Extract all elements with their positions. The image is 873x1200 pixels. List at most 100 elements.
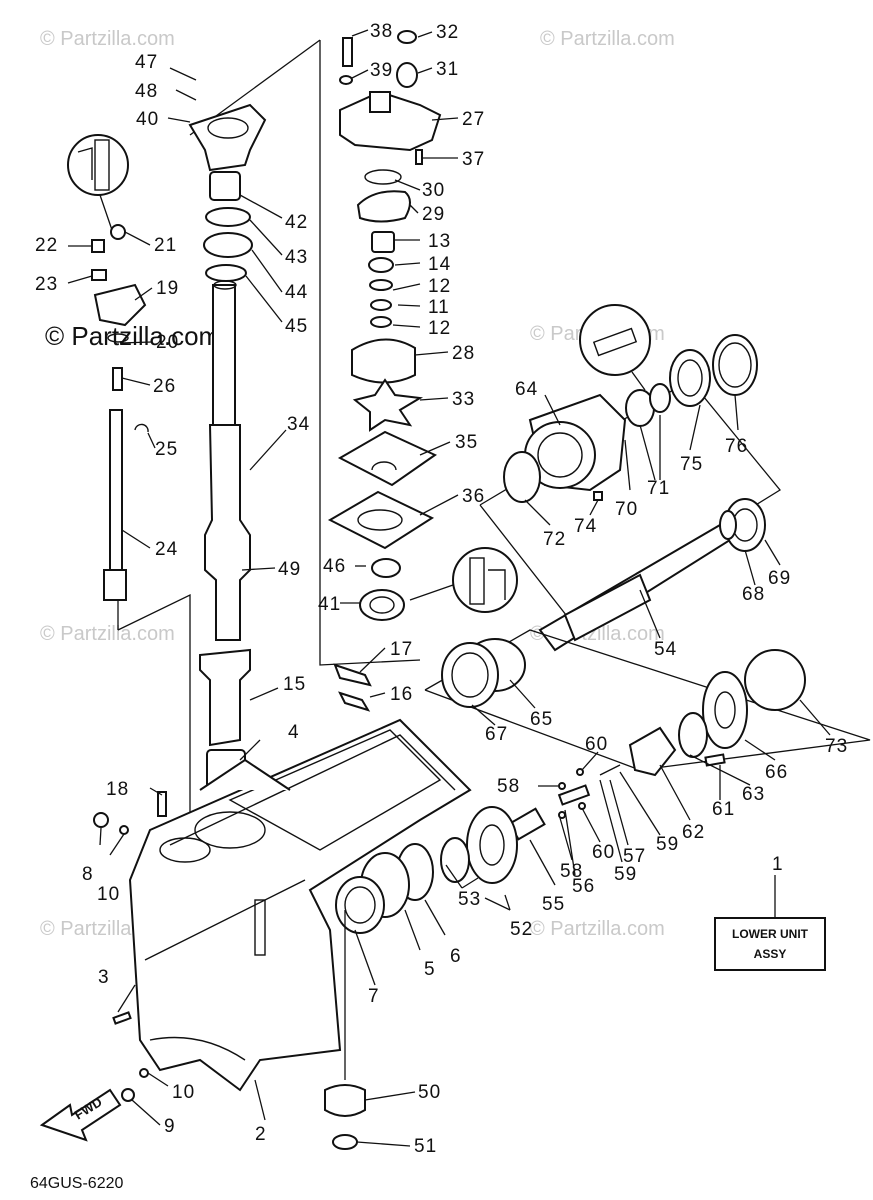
callout-67: 67: [485, 724, 508, 745]
callout-20: 20: [156, 332, 179, 353]
callout-61: 61: [712, 799, 735, 820]
callout-57: 57: [623, 846, 646, 867]
callout-45: 45: [285, 316, 308, 337]
callout-55: 55: [542, 894, 565, 915]
callout-10: 10: [97, 884, 120, 905]
callout-75: 75: [680, 454, 703, 475]
watermark: © Partzilla.com: [40, 623, 175, 645]
callout-62: 62: [682, 822, 705, 843]
callout-74: 74: [574, 516, 597, 537]
callout-29: 29: [422, 204, 445, 225]
callout-44: 44: [285, 282, 308, 303]
callout-58b: 58: [560, 861, 583, 882]
clutch-shift-group: [508, 764, 621, 841]
callout-41: 41: [318, 594, 341, 615]
seal-bearing-41-46: [359, 558, 405, 621]
callout-38: 38: [370, 21, 393, 42]
callout-48: 48: [135, 81, 158, 102]
callout-26: 26: [153, 376, 176, 397]
bearing-housing-65-67: [424, 629, 871, 771]
callout-64: 64: [515, 379, 538, 400]
callout-59: 59: [614, 864, 637, 885]
callout-49: 49: [278, 559, 301, 580]
callout-52: 52: [510, 919, 533, 940]
callout-71: 71: [647, 478, 670, 499]
diagram-code: 64GUS-6220: [30, 1175, 123, 1192]
watermark: © Partzilla.com: [530, 918, 665, 940]
callout-19: 19: [156, 278, 179, 299]
callout-47: 47: [135, 52, 158, 73]
detail-callout-right: [579, 304, 651, 391]
lower-unit-housing: [128, 718, 472, 1092]
callout-31: 31: [436, 59, 459, 80]
watermark: © Partzilla.com: [540, 28, 675, 50]
callout-15: 15: [283, 674, 306, 695]
bearing-seal-stack: [203, 171, 253, 282]
lower-unit-assy-box: LOWER UNIT ASSY 1: [714, 854, 826, 971]
legend-line-1: LOWER UNIT: [732, 927, 809, 941]
callout-56: 56: [572, 876, 595, 897]
callout-40: 40: [136, 109, 159, 130]
callout-22: 22: [35, 235, 58, 256]
callout-5: 5: [424, 959, 436, 980]
callout-10b: 10: [172, 1082, 195, 1103]
small-parts: [93, 758, 291, 1102]
callout-65: 65: [530, 709, 553, 730]
detail-callout-middle: [409, 547, 518, 613]
callout-54: 54: [654, 639, 677, 660]
callout-35: 35: [455, 432, 478, 453]
callout-numbers: 2 3 4 5 6 7 8 9 10 10 11 12 12 13 14 15 …: [35, 21, 848, 1157]
callout-68: 68: [742, 584, 765, 605]
propeller-shaft: [538, 498, 766, 652]
callout-58: 58: [497, 776, 520, 797]
callout-2: 2: [255, 1124, 267, 1145]
callout-23: 23: [35, 274, 58, 295]
callout-25: 25: [155, 439, 178, 460]
callout-8: 8: [82, 864, 94, 885]
callout-27: 27: [462, 109, 485, 130]
prop-shaft-housing-group: [479, 334, 781, 621]
callout-leaders: [67, 29, 831, 1147]
callout-14: 14: [428, 254, 451, 275]
watermark: © Partzilla.com: [40, 28, 175, 50]
callout-24: 24: [155, 539, 178, 560]
oil-seal-housing: [188, 103, 267, 172]
callout-21: 21: [154, 235, 177, 256]
callout-11: 11: [428, 297, 450, 318]
callout-6: 6: [450, 946, 462, 967]
callout-37: 37: [462, 149, 485, 170]
callout-33: 33: [452, 389, 475, 410]
callout-3: 3: [98, 967, 110, 988]
callout-16: 16: [390, 684, 413, 705]
callout-63: 63: [742, 784, 765, 805]
legend-line-2: ASSY: [754, 947, 787, 961]
callout-76: 76: [725, 436, 748, 457]
callout-34: 34: [287, 414, 310, 435]
detail-callout-left: [67, 134, 129, 231]
callout-36: 36: [462, 486, 485, 507]
reverse-gear-group: [335, 806, 518, 934]
callout-51: 51: [414, 1136, 437, 1157]
callout-66: 66: [765, 762, 788, 783]
watermark-strong: © Partzilla.com: [45, 321, 220, 351]
callout-30: 30: [422, 180, 445, 201]
callout-72: 72: [543, 529, 566, 550]
callout-60: 60: [585, 734, 608, 755]
watermarks: © Partzilla.com © Partzilla.com © Partzi…: [40, 28, 675, 940]
callout-32: 32: [436, 22, 459, 43]
fwd-arrow: FWD: [39, 1088, 122, 1142]
callout-13: 13: [428, 231, 451, 252]
pump-stack: [351, 231, 424, 432]
callout-28: 28: [452, 343, 475, 364]
callout-70: 70: [615, 499, 638, 520]
callout-60b: 60: [592, 842, 615, 863]
water-pump-housing: [339, 30, 442, 223]
callout-18: 18: [106, 779, 129, 800]
callout-73: 73: [825, 736, 848, 757]
callout-42: 42: [285, 212, 308, 233]
callout-1: 1: [772, 854, 784, 875]
pump-plates: [327, 430, 438, 550]
callout-46: 46: [323, 556, 346, 577]
callout-17: 17: [390, 639, 413, 660]
